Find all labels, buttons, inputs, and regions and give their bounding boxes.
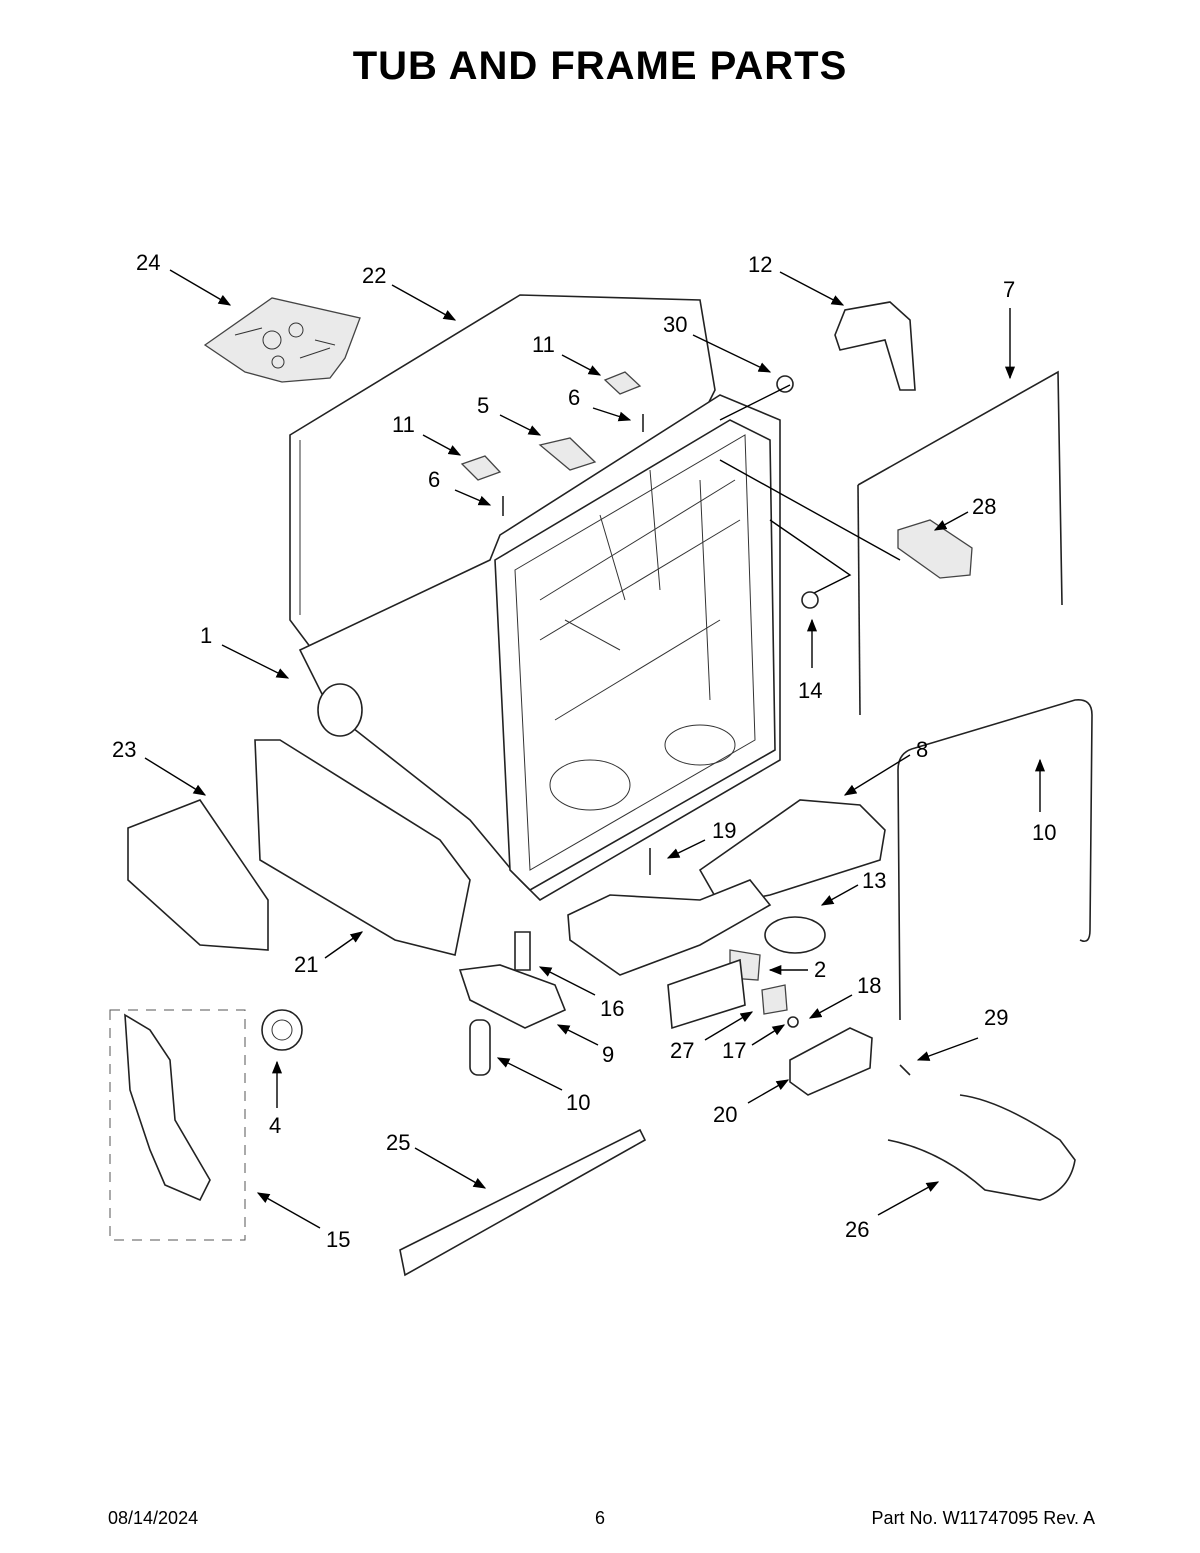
svg-text:27: 27 bbox=[670, 1038, 694, 1063]
svg-text:20: 20 bbox=[713, 1102, 737, 1127]
callout-22: 22 bbox=[362, 263, 457, 321]
callout-21: 21 bbox=[294, 931, 364, 977]
wire-harness bbox=[719, 384, 901, 596]
part-14-plug bbox=[801, 591, 819, 609]
svg-text:8: 8 bbox=[916, 737, 928, 762]
callout-6-upper: 6 bbox=[568, 385, 632, 422]
part-23-insulation-block bbox=[127, 799, 269, 951]
footer-date: 08/14/2024 bbox=[108, 1508, 199, 1528]
svg-text:29: 29 bbox=[984, 1005, 1008, 1030]
callout-11-upper: 11 bbox=[532, 332, 602, 376]
part-29-screw bbox=[899, 1064, 911, 1076]
part-5-bracket bbox=[538, 437, 597, 471]
callout-24: 24 bbox=[136, 250, 232, 306]
svg-text:26: 26 bbox=[845, 1217, 869, 1242]
callout-23: 23 bbox=[112, 737, 207, 796]
callout-6-lower: 6 bbox=[428, 467, 492, 506]
callout-11-lower: 11 bbox=[392, 412, 462, 456]
part-17-switch bbox=[761, 984, 788, 1015]
callout-3: 10 bbox=[1032, 758, 1056, 845]
svg-text:10: 10 bbox=[566, 1090, 590, 1115]
callout-15: 15 bbox=[256, 1192, 350, 1252]
callout-14: 14 bbox=[798, 618, 822, 703]
svg-text:22: 22 bbox=[362, 263, 386, 288]
part-3-door-gasket bbox=[897, 698, 1093, 1021]
callout-5: 5 bbox=[477, 393, 542, 436]
part-16-leveling-leg bbox=[514, 931, 531, 971]
callout-9: 9 bbox=[556, 1024, 614, 1067]
part-4-gear bbox=[261, 1009, 303, 1051]
svg-text:16: 16 bbox=[600, 996, 624, 1021]
svg-text:7: 7 bbox=[1003, 277, 1015, 302]
part-18-screw bbox=[787, 1016, 799, 1028]
svg-text:15: 15 bbox=[326, 1227, 350, 1252]
svg-text:12: 12 bbox=[748, 252, 772, 277]
part-26-wire-harness bbox=[887, 1094, 1076, 1201]
part-27-base bbox=[667, 958, 746, 1030]
callout-10: 10 bbox=[496, 1057, 590, 1115]
base-pan bbox=[567, 879, 772, 976]
svg-text:1: 1 bbox=[200, 623, 212, 648]
svg-text:6: 6 bbox=[428, 467, 440, 492]
svg-text:24: 24 bbox=[136, 250, 160, 275]
part-1-tub bbox=[298, 394, 781, 902]
callout-13: 13 bbox=[820, 868, 886, 906]
callout-8: 8 bbox=[843, 737, 928, 796]
callout-19: 19 bbox=[666, 818, 736, 859]
part-11-bracket-lower bbox=[460, 455, 502, 481]
svg-text:30: 30 bbox=[663, 312, 687, 337]
part-24-hardware-kit bbox=[203, 297, 361, 383]
part-9-leg-bracket bbox=[458, 964, 567, 1029]
svg-text:25: 25 bbox=[386, 1130, 410, 1155]
svg-text:11: 11 bbox=[392, 412, 415, 437]
page-title: TUB AND FRAME PARTS bbox=[352, 44, 848, 88]
callout-16: 16 bbox=[538, 966, 624, 1021]
part-20-module bbox=[789, 1027, 873, 1096]
svg-text:23: 23 bbox=[112, 737, 136, 762]
svg-text:11: 11 bbox=[532, 332, 555, 357]
svg-text:6: 6 bbox=[568, 385, 580, 410]
part-13-float bbox=[764, 916, 826, 954]
callout-26: 26 bbox=[845, 1181, 940, 1242]
svg-text:19: 19 bbox=[712, 818, 736, 843]
callout-1: 1 bbox=[200, 623, 290, 679]
callout-25: 25 bbox=[386, 1130, 487, 1189]
part-30-grommet bbox=[776, 375, 794, 393]
svg-text:5: 5 bbox=[477, 393, 489, 418]
svg-text:17: 17 bbox=[722, 1038, 746, 1063]
footer-page-number: 6 bbox=[594, 1508, 605, 1528]
footer-part-number: Part No. W11747095 Rev. A bbox=[871, 1508, 1095, 1528]
part-15-hinge-assembly bbox=[109, 1009, 246, 1241]
callout-12: 12 bbox=[748, 252, 845, 306]
callout-18: 18 bbox=[808, 973, 881, 1019]
svg-text:13: 13 bbox=[862, 868, 886, 893]
svg-text:4: 4 bbox=[269, 1113, 281, 1138]
callout-29: 29 bbox=[916, 1005, 1008, 1061]
callout-30: 30 bbox=[663, 312, 772, 373]
svg-text:9: 9 bbox=[602, 1042, 614, 1067]
callout-17: 17 bbox=[722, 1024, 786, 1063]
part-11-bracket-upper bbox=[603, 371, 642, 395]
part-10-leg-extension bbox=[469, 1019, 491, 1076]
svg-text:10: 10 bbox=[1032, 820, 1056, 845]
callout-4: 4 bbox=[269, 1060, 283, 1138]
callout-2: 2 bbox=[768, 957, 826, 982]
svg-text:18: 18 bbox=[857, 973, 881, 998]
part-21-base-frame bbox=[254, 739, 471, 956]
svg-text:21: 21 bbox=[294, 952, 318, 977]
svg-text:2: 2 bbox=[814, 957, 826, 982]
part-7-tub-seal bbox=[857, 370, 1063, 716]
svg-text:14: 14 bbox=[798, 678, 822, 703]
part-25-rail bbox=[399, 1128, 647, 1277]
callout-20: 20 bbox=[713, 1079, 790, 1127]
part-28-sensor bbox=[897, 519, 973, 579]
callout-28: 28 bbox=[933, 494, 996, 531]
svg-text:28: 28 bbox=[972, 494, 996, 519]
callout-7: 7 bbox=[1003, 277, 1015, 380]
callout-27: 27 bbox=[670, 1011, 754, 1063]
part-12-vent-cap bbox=[834, 301, 916, 391]
